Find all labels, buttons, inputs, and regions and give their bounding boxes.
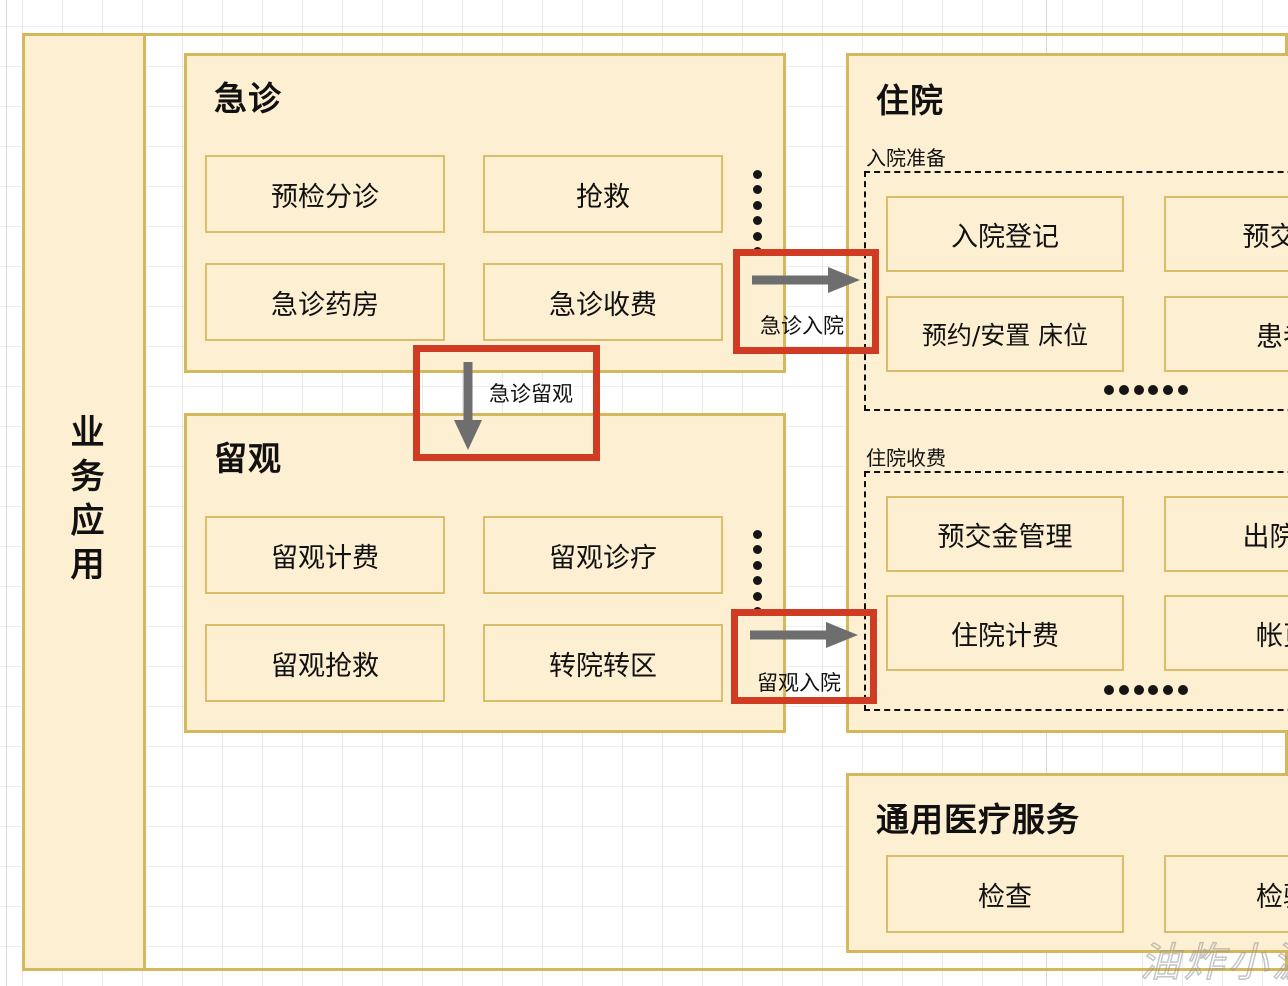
panel-general-medical-services-title: 通用医疗服务 <box>876 800 1080 839</box>
panel-inpatient-title: 住院 <box>876 81 944 120</box>
leaf-patient-info[interactable]: 患者 <box>1164 296 1288 372</box>
leaf-inpatient-charging[interactable]: 住院计费 <box>886 595 1124 671</box>
observation-more-ellipsis-icon <box>752 530 762 616</box>
callout-emergency-admission-label: 急诊入院 <box>760 314 844 338</box>
emergency-more-ellipsis-icon <box>752 170 762 256</box>
arrow-right-icon <box>750 622 858 648</box>
leaf-emergency-rescue[interactable]: 抢救 <box>483 155 723 233</box>
sidebar-label: 业务应用 <box>64 414 104 590</box>
group-label-inpatient-billing: 住院收费 <box>866 446 946 470</box>
callout-emergency-observation-label: 急诊留观 <box>489 382 573 406</box>
leaf-emergency-pharmacy[interactable]: 急诊药房 <box>205 263 445 341</box>
leaf-emergency-billing[interactable]: 急诊收费 <box>483 263 723 341</box>
leaf-advance-payment-management[interactable]: 预交金管理 <box>886 496 1124 572</box>
callout-emergency-observation[interactable] <box>413 345 600 461</box>
leaf-emergency-triage[interactable]: 预检分诊 <box>205 155 445 233</box>
callout-emergency-admission[interactable] <box>733 249 879 354</box>
dashed-group-admission-prep <box>864 171 1288 411</box>
leaf-account-page[interactable]: 帐页 <box>1164 595 1288 671</box>
leaf-examination[interactable]: 检查 <box>886 855 1124 933</box>
panel-emergency-title: 急诊 <box>214 79 282 118</box>
leaf-observation-billing[interactable]: 留观计费 <box>205 516 445 594</box>
sidebar-business-application[interactable]: 业务应用 <box>22 33 146 971</box>
group-label-admission-prep: 入院准备 <box>866 146 946 170</box>
leaf-observation-transfer[interactable]: 转院转区 <box>483 624 723 702</box>
arrow-right-icon <box>752 267 860 293</box>
leaf-bed-reservation[interactable]: 预约/安置 床位 <box>886 296 1124 372</box>
leaf-laboratory-test[interactable]: 检验 <box>1164 855 1288 933</box>
inpatient-billing-more-ellipsis-icon <box>1104 685 1188 695</box>
panel-observation-title: 留观 <box>214 439 282 478</box>
dashed-group-inpatient-billing <box>864 471 1288 711</box>
leaf-discharge-settlement[interactable]: 出院结 <box>1164 496 1288 572</box>
leaf-observation-treatment[interactable]: 留观诊疗 <box>483 516 723 594</box>
admission-prep-more-ellipsis-icon <box>1104 385 1188 395</box>
callout-observation-admission[interactable] <box>731 609 877 704</box>
leaf-admission-registration[interactable]: 入院登记 <box>886 196 1124 272</box>
grid-line <box>6 0 7 986</box>
leaf-observation-rescue[interactable]: 留观抢救 <box>205 624 445 702</box>
callout-observation-admission-label: 留观入院 <box>757 671 841 695</box>
leaf-advance-payment[interactable]: 预交金 <box>1164 196 1288 272</box>
arrow-down-icon <box>454 362 482 450</box>
